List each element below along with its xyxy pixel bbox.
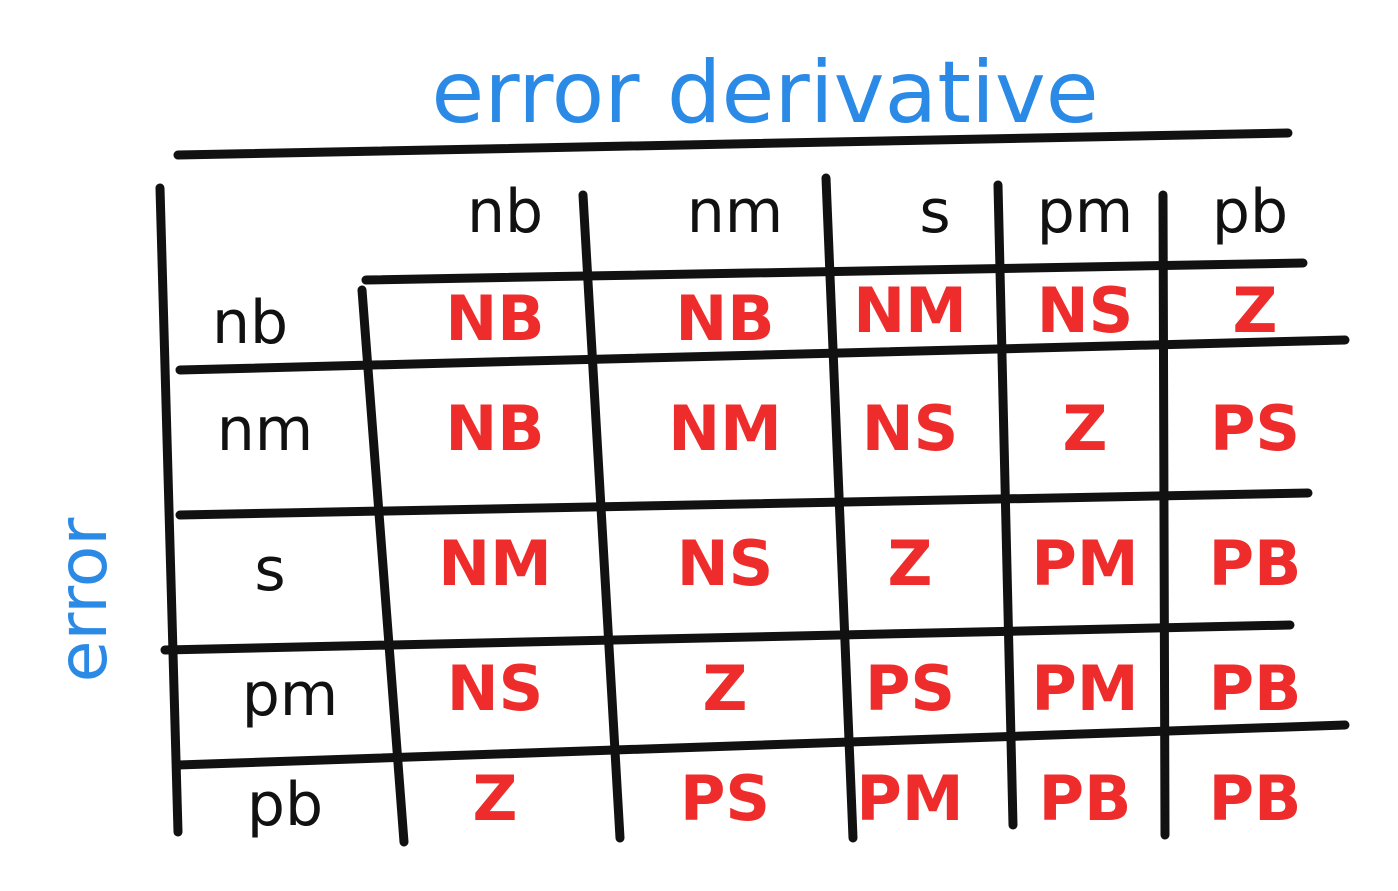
title-underline [173, 128, 1293, 160]
col-divider-3 [993, 180, 1018, 830]
rule-cell: NM [853, 274, 967, 347]
rule-cell: PS [865, 652, 955, 725]
col-divider-4 [1158, 190, 1170, 840]
table-grid [155, 128, 1350, 847]
column-header: s [919, 177, 950, 247]
column-header: pm [1037, 177, 1134, 247]
rule-cell: NM [438, 527, 552, 600]
row-divider-2 [175, 488, 1313, 520]
rule-cell: NS [1037, 274, 1134, 347]
cells-left-border [357, 285, 409, 847]
column-headers: nb nm s pm pb [467, 177, 1288, 247]
row-header: s [254, 535, 285, 605]
column-axis-title: error derivative [431, 43, 1098, 143]
rule-cell: PS [680, 762, 770, 835]
column-header: pb [1212, 177, 1288, 247]
rule-cell: PB [1209, 762, 1302, 835]
rule-cell: NS [677, 527, 774, 600]
rule-cell: NS [862, 392, 959, 465]
rule-cell: Z [473, 762, 518, 835]
rule-cell: PB [1209, 652, 1302, 725]
rule-cell: Z [888, 527, 933, 600]
row-header-border [155, 183, 183, 837]
rule-cell: PM [856, 762, 963, 835]
row-header: nm [217, 395, 313, 465]
rule-cell: PM [1031, 652, 1138, 725]
row-headers: nb nm s pm pb [212, 288, 338, 840]
col-divider-2 [821, 173, 858, 843]
row-divider-3 [160, 620, 1295, 655]
rule-cell: NB [675, 282, 774, 355]
rule-cell: PB [1039, 762, 1132, 835]
rule-cell: NS [447, 652, 544, 725]
header-row-border [361, 258, 1308, 285]
rule-cell: Z [1063, 392, 1108, 465]
rule-cell: Z [1233, 274, 1278, 347]
column-header: nb [467, 177, 543, 247]
column-header: nm [687, 177, 783, 247]
row-divider-4 [173, 720, 1350, 770]
row-divider-1 [175, 335, 1350, 375]
row-axis-title: error [44, 518, 123, 683]
rule-cell: NB [445, 282, 544, 355]
rule-cell: PM [1031, 527, 1138, 600]
row-header: pb [247, 770, 323, 840]
row-header: pm [242, 660, 339, 730]
row-header: nb [212, 288, 288, 358]
rule-cell: NM [668, 392, 782, 465]
col-divider-1 [578, 190, 625, 843]
rule-cell: PS [1210, 392, 1300, 465]
rule-cell: Z [703, 652, 748, 725]
rule-cell: PB [1209, 527, 1302, 600]
rule-cell: NB [445, 392, 544, 465]
rule-cells: NB NB NM NS Z NB NM NS Z PS NM NS Z PM PB NS Z PS PM PB Z PS P… [438, 274, 1301, 835]
